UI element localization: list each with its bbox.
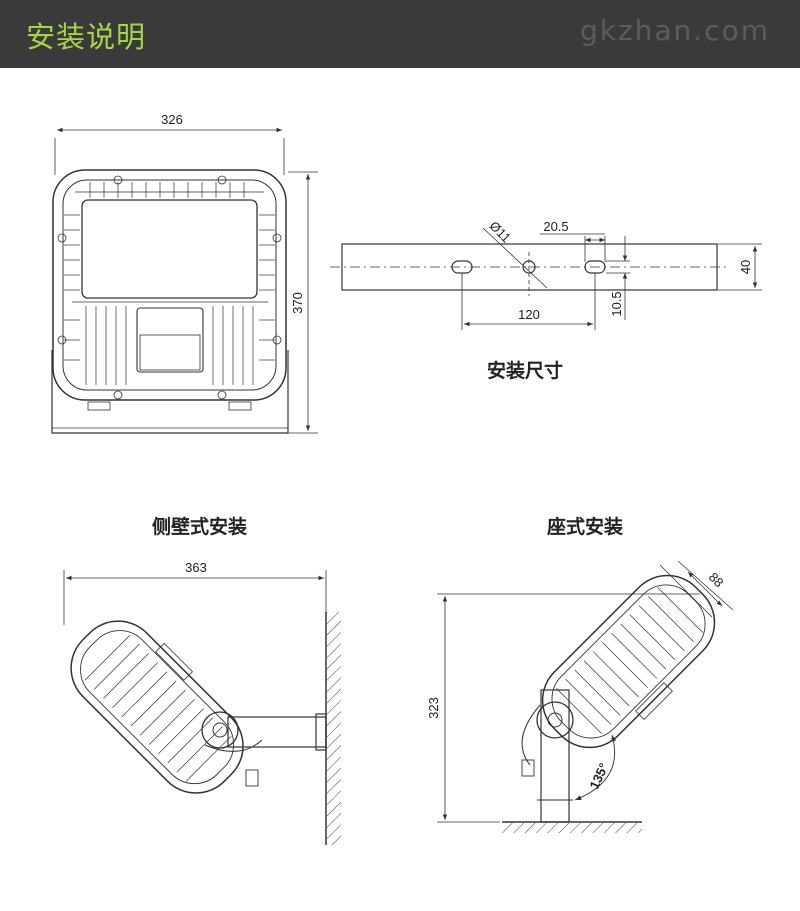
dim-width-label: 326 [161,112,183,127]
bracket-view [330,227,762,330]
page-title: 安装说明 [26,20,147,54]
bracket-height-label: 40 [738,260,753,274]
hole-diameter-label: Ø11 [487,218,514,245]
slot-label: 10.5 [609,291,624,316]
wall-mount-view [63,570,341,845]
caption-install-size: 安装尺寸 [487,360,564,382]
watermark: gkzhan.com [579,14,770,47]
header-bar: 安装说明 gkzhan.com [0,0,800,68]
seat-height-label: 323 [426,697,441,719]
dim-height-label: 370 [290,292,305,314]
seat-mount-view [437,560,734,833]
seat-depth-label: 88 [706,569,727,590]
caption-seat-mount: 座式安装 [547,516,624,538]
front-view [51,127,318,434]
offset-label: 20.5 [543,219,568,234]
caption-wall-mount: 侧壁式安装 [152,516,248,538]
wall-width-label: 363 [185,560,207,575]
hole-spacing-label: 120 [518,307,540,322]
